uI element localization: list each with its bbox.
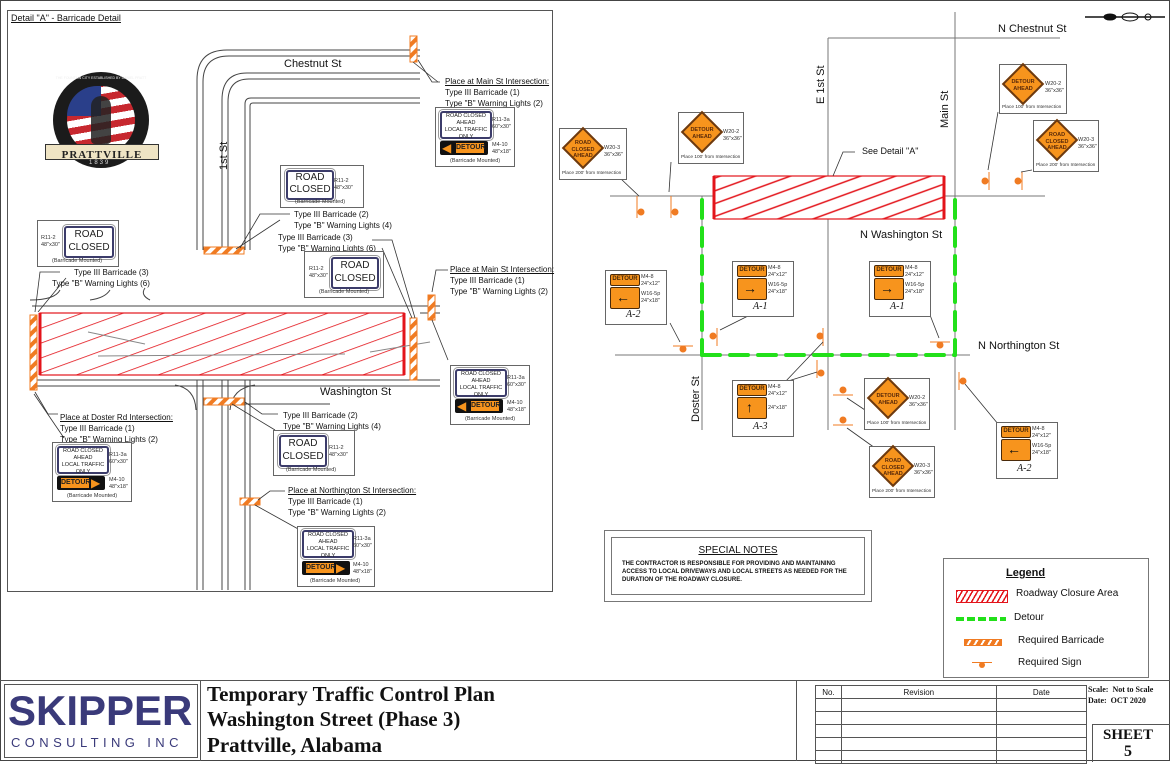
special-notes-title: SPECIAL NOTES bbox=[698, 545, 778, 556]
legend-closure-label: Roadway Closure Area bbox=[1016, 588, 1119, 599]
legend-detour-swatch bbox=[956, 617, 1006, 621]
table-row bbox=[815, 750, 1088, 764]
street-label-e-1st: E 1st St bbox=[815, 65, 827, 104]
street-label-1st: 1st St bbox=[218, 141, 230, 170]
callout-1st-st-north: Type III Barricade (2)Type "B" Warning L… bbox=[294, 210, 392, 230]
closure-area-detail bbox=[39, 312, 405, 376]
plan-title-line2: Washington Street (Phase 3) bbox=[207, 707, 461, 731]
street-label-chestnut: Chestnut St bbox=[284, 58, 342, 70]
title-block-divider bbox=[200, 680, 201, 761]
detail-street-map bbox=[29, 35, 449, 590]
special-notes-body: THE CONTRACTOR IS RESPONSIBLE FOR PROVID… bbox=[622, 561, 847, 583]
title-block-divider-2 bbox=[796, 680, 797, 761]
special-notes: SPECIAL NOTES THE CONTRACTOR IS RESPONSI… bbox=[604, 530, 872, 602]
scale-value: Not to Scale bbox=[1112, 685, 1154, 694]
logo-banner: PRATTVILLE bbox=[45, 144, 159, 161]
prattville-logo: PRATTVILLE 1839 THE FOUNTAIN CITY ESTABL… bbox=[45, 72, 159, 172]
sheet-label: SHEET bbox=[1102, 727, 1154, 743]
street-label-main: Main St bbox=[939, 90, 951, 128]
date-label: Date: OCT 2020 bbox=[1088, 696, 1146, 705]
revision-table: No. Revision Date bbox=[815, 685, 1088, 764]
table-row bbox=[815, 711, 1088, 725]
date-value: OCT 2020 bbox=[1110, 696, 1146, 705]
skipper-sub: CONSULTING INC bbox=[11, 735, 183, 750]
sheet-box: SHEET 5 bbox=[1092, 724, 1170, 762]
title-block-top-rule bbox=[0, 680, 1170, 681]
street-label-n-washington: N Washington St bbox=[860, 229, 943, 241]
rev-col-revision: Revision bbox=[840, 685, 997, 699]
table-row bbox=[815, 737, 1088, 751]
scale-label: Scale: Not to Scale bbox=[1088, 685, 1154, 694]
north-arrow-ornament bbox=[1085, 12, 1165, 22]
detail-frame bbox=[7, 10, 553, 592]
callout-main-st-top: Place at Main St Intersection:Type III B… bbox=[445, 77, 550, 108]
skipper-name: SKIPPER bbox=[8, 687, 193, 734]
street-label-washington: Washington St bbox=[320, 386, 392, 398]
sheet-number: 5 bbox=[1124, 743, 1132, 760]
street-label-n-northington: N Northington St bbox=[978, 340, 1060, 352]
detail-title: Detail "A" - Barricade Detail bbox=[11, 13, 121, 23]
legend-sign-dot bbox=[979, 662, 985, 668]
table-row bbox=[815, 724, 1088, 738]
callout-washington-west: Type III Barricade (3)Type "B" Warning L… bbox=[52, 268, 150, 288]
street-label-doster: Doster St bbox=[690, 376, 702, 422]
table-row bbox=[815, 698, 1088, 712]
legend-barricade-label: Required Barricade bbox=[1018, 635, 1105, 646]
street-label-n-chestnut: N Chestnut St bbox=[998, 23, 1067, 35]
legend-sign-label: Required Sign bbox=[1018, 657, 1082, 668]
callout-washington-east: Type III Barricade (3)Type "B" Warning L… bbox=[278, 233, 376, 253]
callout-1st-st-south: Type III Barricade (2)Type "B" Warning L… bbox=[283, 411, 381, 431]
legend-title: Legend bbox=[1006, 567, 1046, 579]
legend-barricade-swatch bbox=[964, 639, 1002, 646]
callout-doster: Place at Doster Rd Intersection:Type III… bbox=[60, 413, 173, 444]
rev-col-date: Date bbox=[995, 685, 1088, 699]
plan-title-line3: Prattville, Alabama bbox=[207, 733, 382, 757]
logo-year: 1839 bbox=[89, 160, 111, 166]
callout-main-st-east: Place at Main St Intersection:Type III B… bbox=[450, 265, 555, 296]
logo-flag bbox=[67, 86, 135, 154]
closure-area-overview bbox=[713, 175, 945, 220]
logo-ring-text: THE FOUNTAIN CITY ESTABLISHED BY DANIEL … bbox=[55, 76, 147, 80]
rev-col-no: No. bbox=[815, 685, 842, 699]
legend-detour-label: Detour bbox=[1014, 612, 1045, 623]
revision-header-row: No. Revision Date bbox=[815, 685, 1088, 699]
plan-title-line1: Temporary Traffic Control Plan bbox=[207, 682, 495, 706]
legend: Legend Roadway Closure Area Detour Requi… bbox=[943, 558, 1149, 678]
logo-name: PRATTVILLE bbox=[61, 149, 143, 161]
skipper-logo: SKIPPER CONSULTING INC bbox=[4, 684, 198, 758]
callout-northington: Place at Northington St Intersection:Typ… bbox=[288, 486, 417, 517]
overview-map bbox=[610, 12, 1165, 449]
see-detail-label: See Detail "A" bbox=[862, 146, 919, 156]
legend-closure-swatch bbox=[956, 590, 1008, 603]
